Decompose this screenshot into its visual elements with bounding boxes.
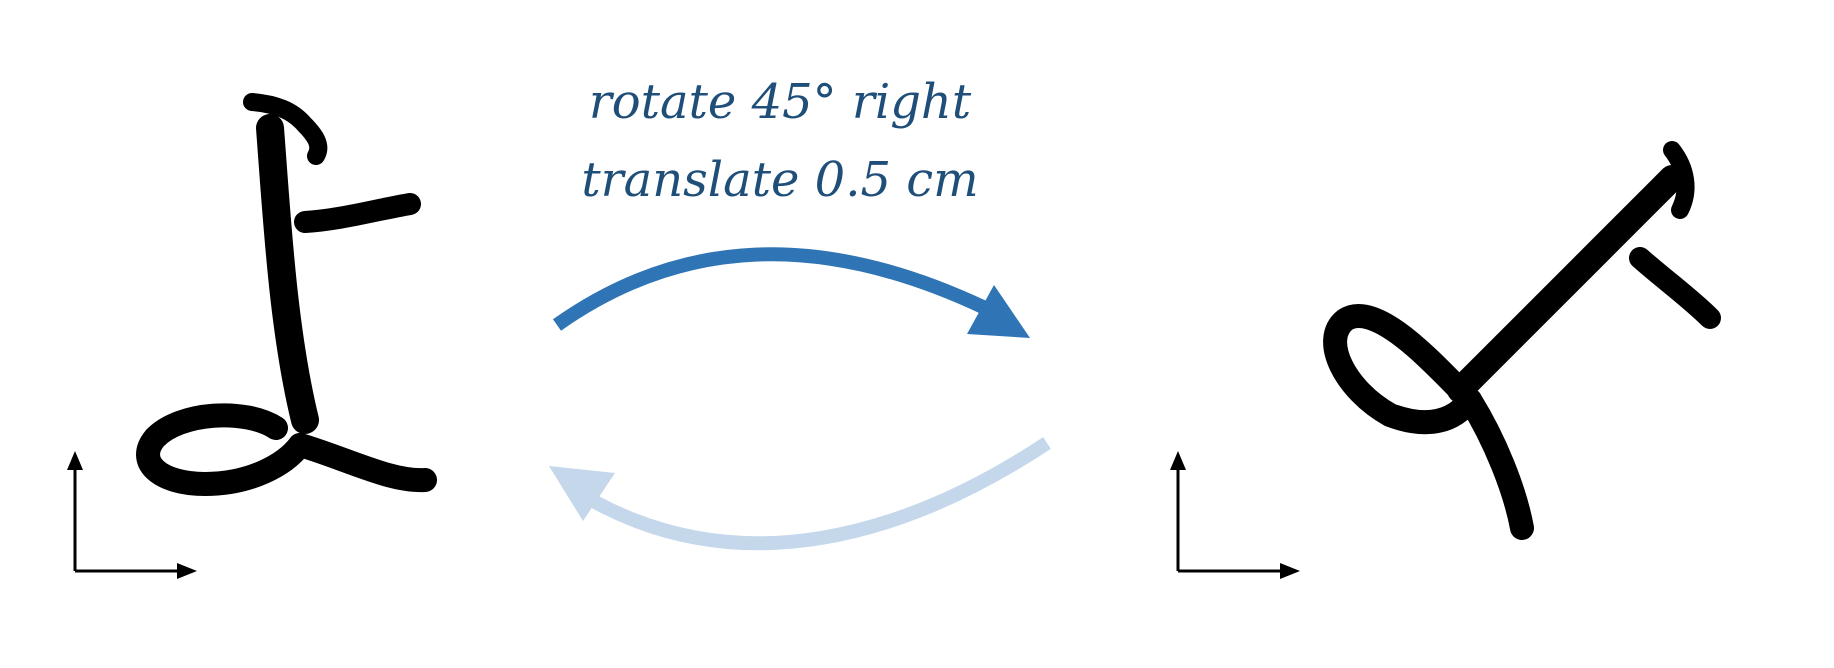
axes-transformed	[1170, 451, 1300, 579]
x-axis-arrowhead-transformed	[1280, 563, 1300, 579]
y-axis-arrowhead-original	[67, 451, 83, 470]
forward-arrow-head	[967, 285, 1030, 338]
inverse-arrow-head	[549, 466, 615, 521]
hiragana-yo-glyph	[136, 93, 437, 496]
axes-original	[67, 451, 197, 579]
forward-arrow	[552, 247, 1030, 338]
x-axis-arrowhead-original	[177, 563, 197, 579]
rotated-hiragana-yo-glyph	[1323, 141, 1721, 540]
y-axis-arrowhead-transformed	[1170, 451, 1186, 470]
transform-label-translate: translate 0.5 cm	[581, 152, 979, 208]
transform-label-rotate: rotate 45° right	[588, 74, 972, 130]
forward-arrow-shaft	[552, 247, 988, 331]
inverse-arrow-shaft	[591, 437, 1051, 551]
inverse-arrow	[549, 437, 1051, 551]
